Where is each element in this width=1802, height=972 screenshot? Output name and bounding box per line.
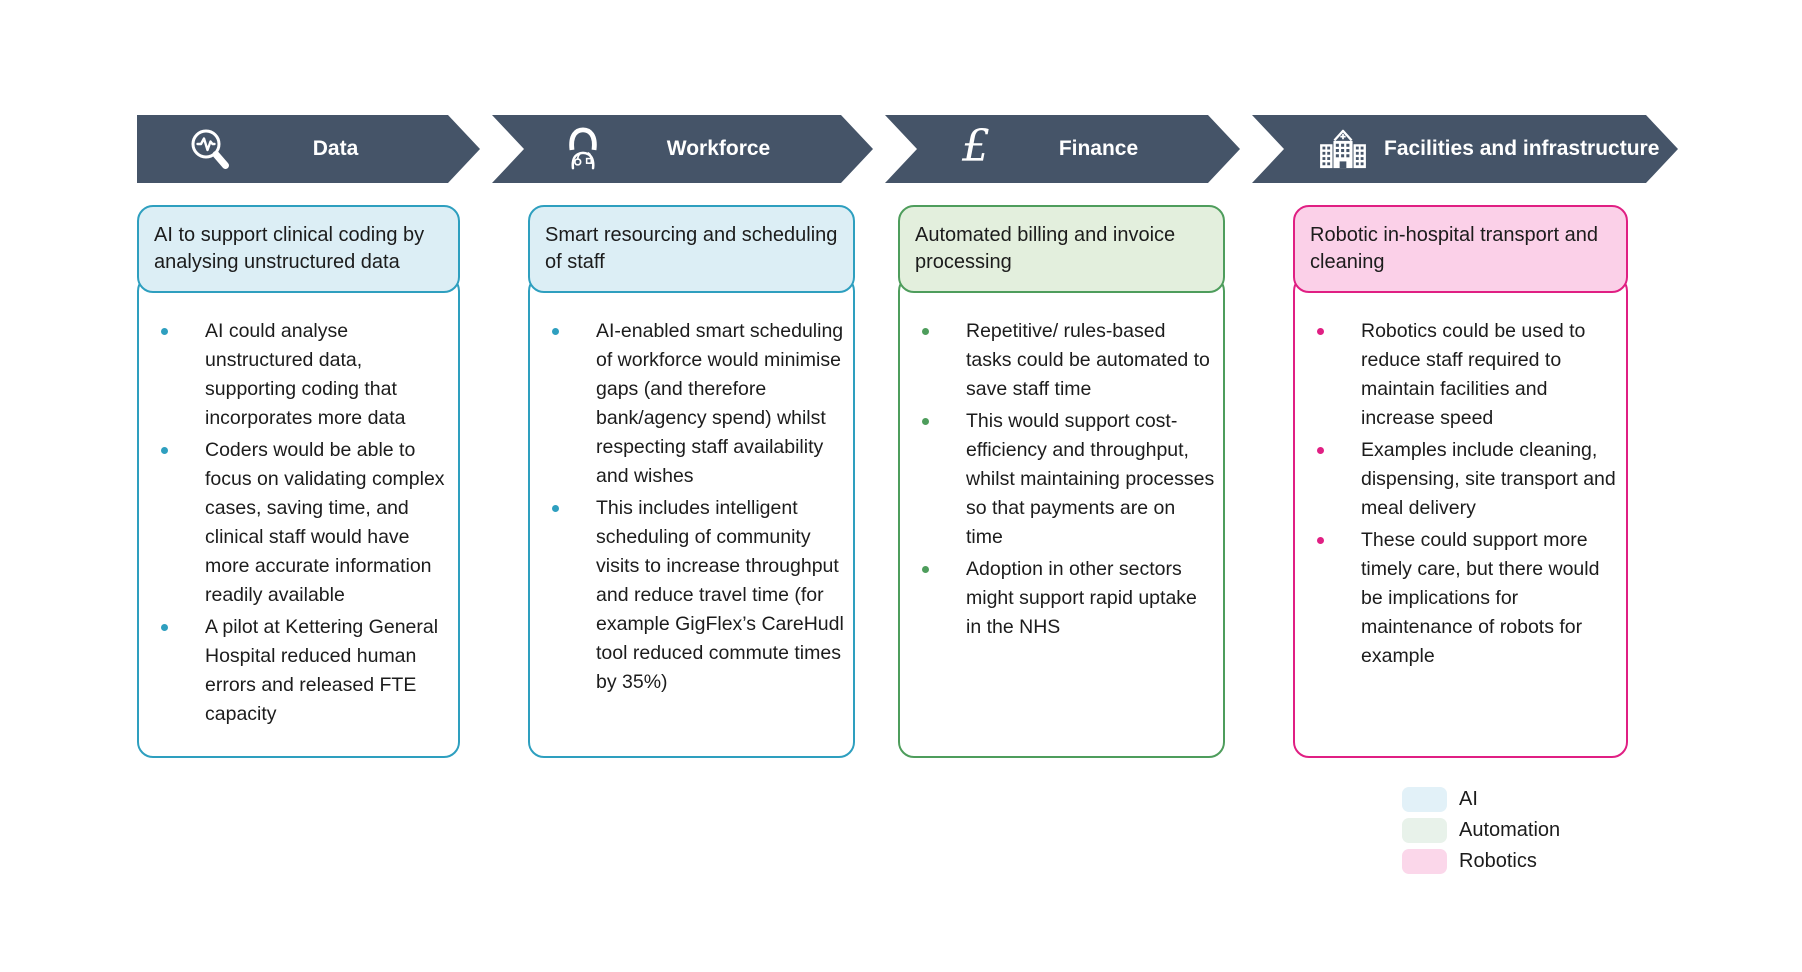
card-title-text: AI to support clinical coding by analysi… bbox=[154, 224, 425, 273]
card-title: Automated billing and invoice processing bbox=[898, 205, 1225, 293]
magnifier-pulse-icon bbox=[183, 126, 237, 172]
legend-swatch-ai bbox=[1402, 787, 1447, 812]
bullet-item: Examples include cleaning, dispensing, s… bbox=[1295, 436, 1618, 523]
bullet-item: These could support more timely care, bu… bbox=[1295, 526, 1618, 671]
card-automated-billing: Automated billing and invoice processing… bbox=[898, 205, 1225, 758]
card-title-text: Smart resourcing and scheduling of staff bbox=[545, 224, 838, 273]
bullet-item: AI could analyse unstructured data, supp… bbox=[139, 317, 450, 433]
card-title-text: Robotic in-hospital transport and cleani… bbox=[1310, 224, 1598, 273]
process-banner: Data Workforce £ Finance bbox=[137, 115, 1678, 183]
legend-item-ai: AI bbox=[1402, 784, 1560, 815]
bullet-item: AI-enabled smart scheduling of workforce… bbox=[530, 317, 845, 491]
legend-swatch-automation bbox=[1402, 818, 1447, 843]
banner-segment-finance: £ Finance bbox=[885, 115, 1240, 183]
cards-row: AI to support clinical coding by analysi… bbox=[137, 205, 1628, 761]
banner-segment-data: Data bbox=[137, 115, 480, 183]
pound-icon: £ bbox=[962, 121, 990, 172]
card-bullet-list: Robotics could be used to reduce staff r… bbox=[1293, 275, 1628, 758]
card-smart-resourcing: Smart resourcing and scheduling of staff… bbox=[528, 205, 855, 758]
card-title: Robotic in-hospital transport and cleani… bbox=[1293, 205, 1628, 293]
legend-swatch-robotics bbox=[1402, 849, 1447, 874]
bullet-item: Adoption in other sectors might support … bbox=[900, 555, 1215, 642]
card-title: Smart resourcing and scheduling of staff bbox=[528, 205, 855, 293]
bullet-item: Repetitive/ rules-based tasks could be a… bbox=[900, 317, 1215, 404]
card-bullet-list: Repetitive/ rules-based tasks could be a… bbox=[898, 275, 1225, 758]
banner-segment-facilities: Facilities and infrastructure bbox=[1252, 115, 1678, 183]
banner-segment-label: Data bbox=[312, 137, 359, 160]
card-bullet-list: AI-enabled smart scheduling of workforce… bbox=[528, 275, 855, 758]
legend-label: AI bbox=[1459, 788, 1478, 810]
bullet-item: Robotics could be used to reduce staff r… bbox=[1295, 317, 1618, 433]
banner-segment-label: Finance bbox=[1058, 137, 1139, 160]
legend-label: Robotics bbox=[1459, 850, 1537, 872]
banner-segment-label: Facilities and infrastructure bbox=[1384, 137, 1660, 160]
banner-segment-label: Workforce bbox=[666, 137, 771, 160]
legend-label: Automation bbox=[1459, 819, 1561, 841]
card-ai-clinical-coding: AI to support clinical coding by analysi… bbox=[137, 205, 460, 758]
legend: AI Automation Robotics bbox=[1402, 784, 1560, 877]
legend-item-robotics: Robotics bbox=[1402, 846, 1560, 877]
card-bullet-list: AI could analyse unstructured data, supp… bbox=[137, 275, 460, 758]
bullet-item: This includes intelligent scheduling of … bbox=[530, 494, 845, 697]
card-title-text: Automated billing and invoice processing bbox=[915, 224, 1176, 273]
clinician-icon bbox=[556, 126, 610, 172]
bullet-item: Coders would be able to focus on validat… bbox=[139, 436, 450, 610]
bullet-item: A pilot at Kettering General Hospital re… bbox=[139, 613, 450, 729]
bullet-item: This would support cost-efficiency and t… bbox=[900, 407, 1215, 552]
card-robotic-transport: Robotic in-hospital transport and cleani… bbox=[1293, 205, 1628, 758]
hospital-icon bbox=[1316, 128, 1370, 170]
banner-segment-workforce: Workforce bbox=[492, 115, 873, 183]
legend-item-automation: Automation bbox=[1402, 815, 1560, 846]
card-title: AI to support clinical coding by analysi… bbox=[137, 205, 460, 293]
